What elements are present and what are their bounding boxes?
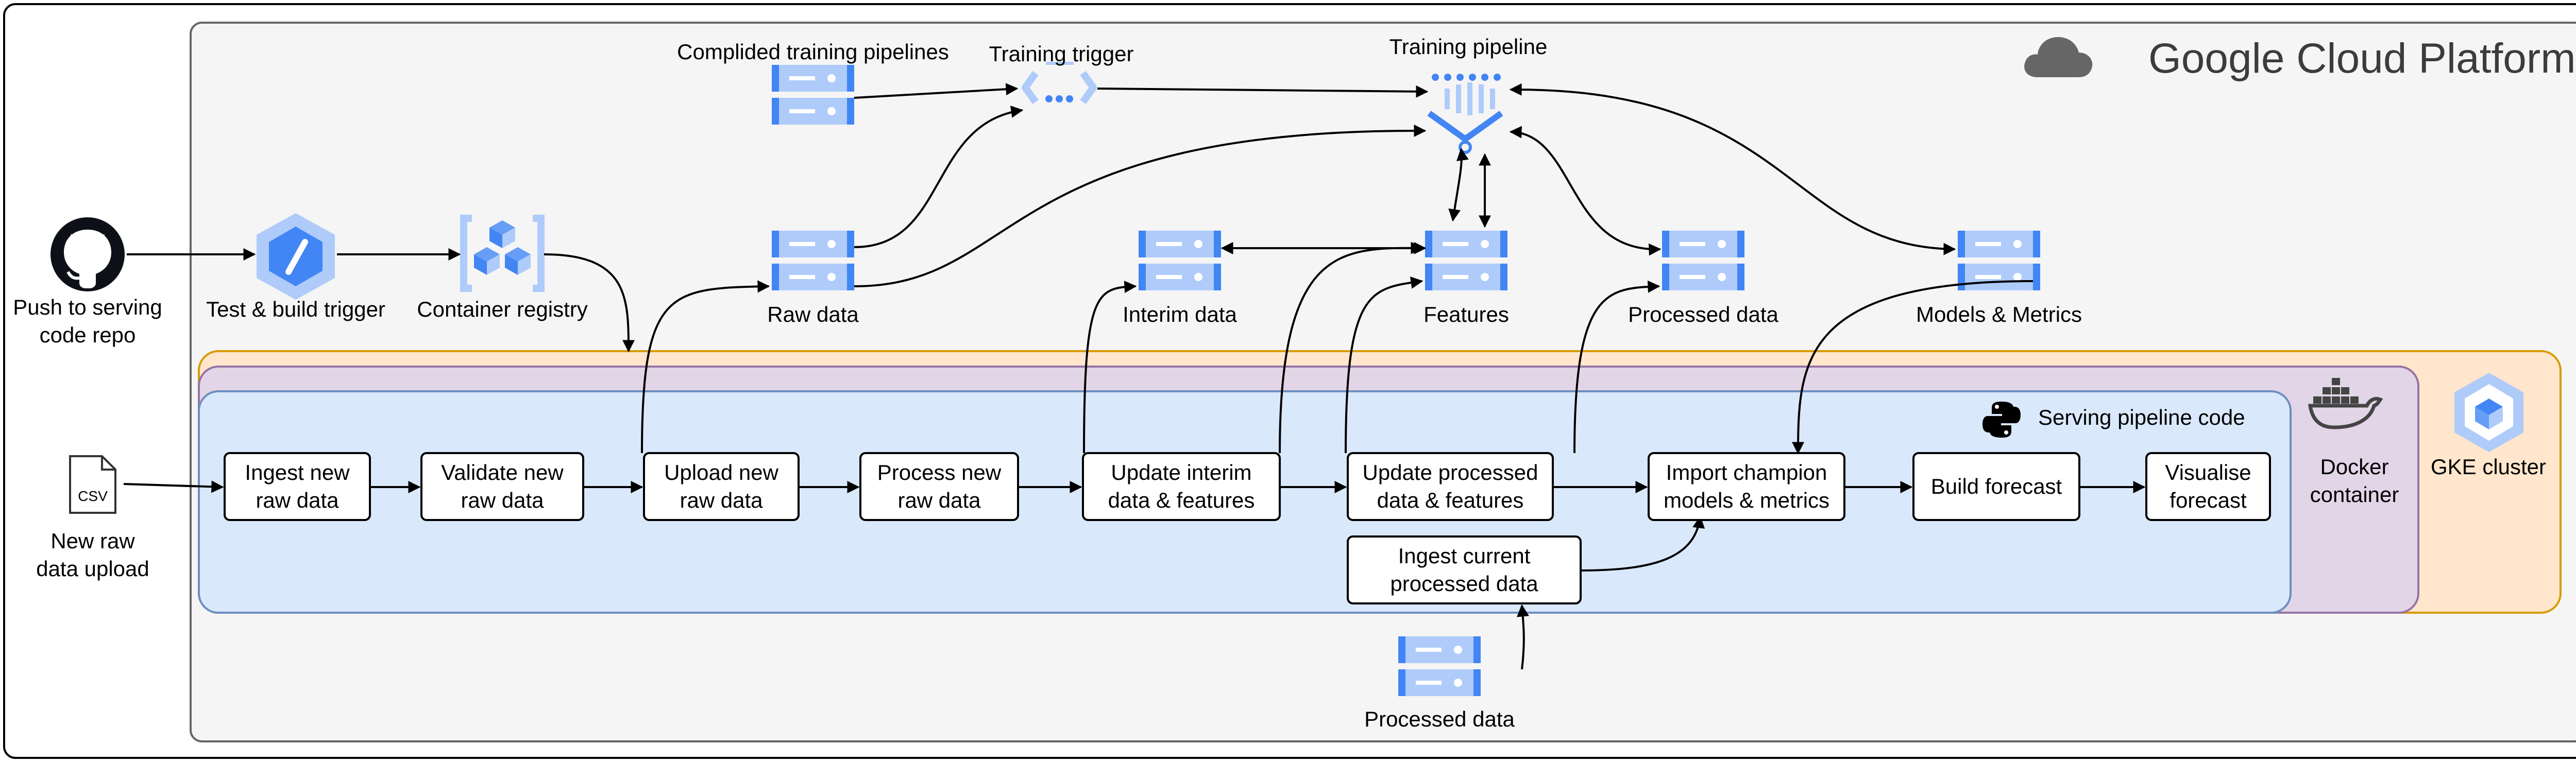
step-process-raw: Process new raw data [859, 452, 1019, 521]
interim-data-label: Interim data [1123, 302, 1237, 326]
step-upload-raw: Upload new raw data [643, 452, 800, 521]
processed-data-bottom-label: Processed data [1364, 707, 1515, 731]
processed-data-label: Processed data [1628, 302, 1778, 326]
models-metrics-label: Models & Metrics [1916, 302, 2082, 326]
training-label: Training pipeline [1389, 34, 1548, 59]
gke-label: GKE cluster [2430, 455, 2547, 479]
step-build-forecast: Build forecast [1912, 452, 2080, 521]
github-icon [50, 217, 125, 291]
build-trigger-icon [257, 213, 335, 300]
docker-icon [2308, 374, 2385, 433]
features-label: Features [1423, 302, 1509, 326]
serving-label: Serving pipeline code [2038, 405, 2245, 429]
gke-icon [2445, 369, 2533, 459]
platform-title: Google Cloud Platform [2148, 35, 2576, 82]
step-update-processed: Update processed data & features [1347, 452, 1554, 521]
raw-data-store-icon [772, 231, 854, 290]
step-update-interim: Update interim data & features [1082, 452, 1281, 521]
csv-file-icon [69, 455, 116, 514]
step-validate-raw: Validate new raw data [420, 452, 584, 521]
processed-data-store-icon [1662, 231, 1744, 290]
trigger-label: Training trigger [989, 42, 1134, 66]
docker-label: Docker container [2310, 455, 2399, 507]
features-store-icon [1425, 231, 1507, 290]
repo-label: Push to serving code repo [13, 295, 162, 347]
step-visualise-forecast: Visualise forecast [2145, 452, 2271, 521]
step-ingest-raw: Ingest new raw data [224, 452, 371, 521]
compiled-pipelines-store-icon [772, 65, 854, 125]
processed-data-bottom-store-icon [1398, 636, 1481, 696]
csv-label: CSV [78, 488, 108, 504]
raw-data-label: Raw data [767, 302, 859, 326]
training-trigger-icon [1022, 62, 1097, 105]
compiled-label: Complided training pipelines [677, 40, 949, 64]
interim-data-store-icon [1139, 231, 1221, 290]
step-import-champion: Import champion models & metrics [1648, 452, 1845, 521]
training-pipeline-icon [1427, 74, 1503, 154]
python-icon [1981, 400, 2022, 442]
test-build-label: Test & build trigger [206, 297, 385, 321]
step-ingest-current: Ingest current processed data [1347, 535, 1582, 604]
cloud-icon [2022, 32, 2094, 81]
registry-label: Container registry [417, 297, 588, 321]
upload-label: New raw data upload [36, 529, 149, 581]
container-registry-icon [460, 215, 545, 292]
